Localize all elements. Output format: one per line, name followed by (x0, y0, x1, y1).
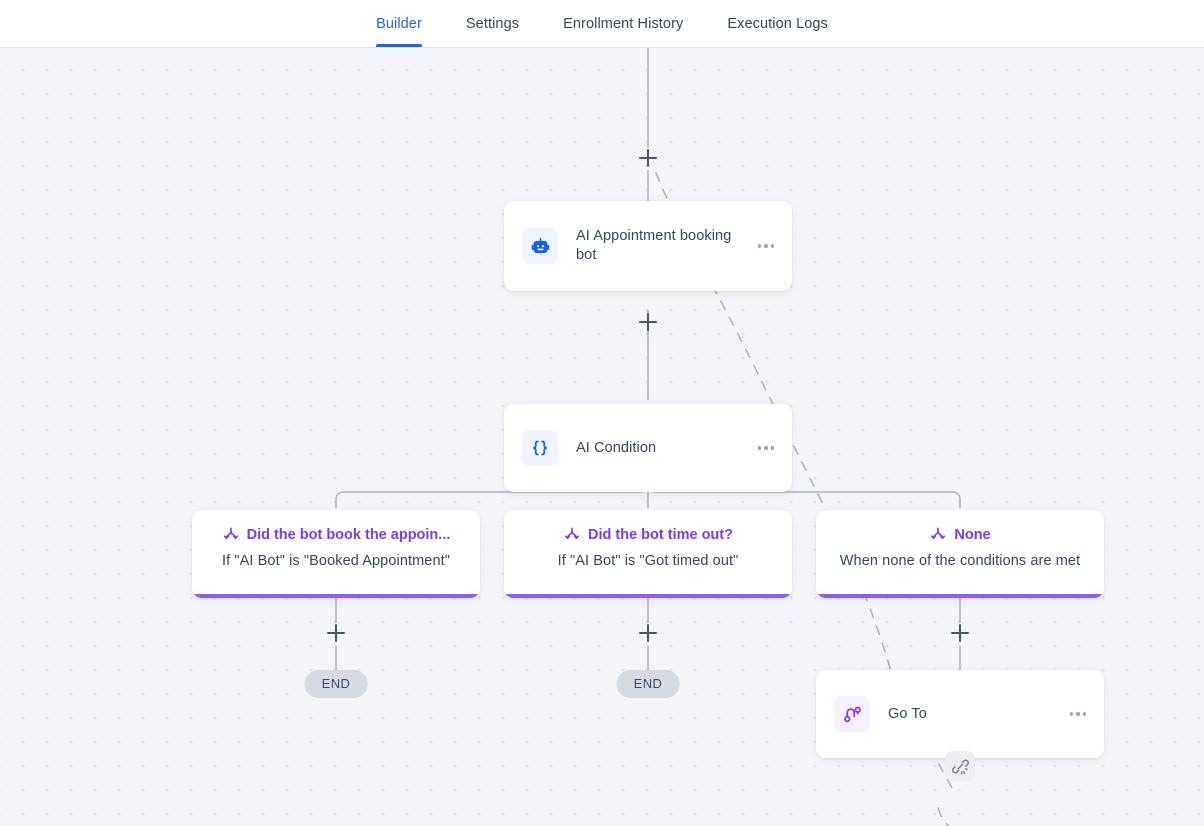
node-ai-condition[interactable]: AI Condition (504, 404, 792, 492)
node-title: Go To (888, 705, 927, 722)
end-pill-middle[interactable]: END (616, 670, 680, 698)
end-label: END (633, 676, 663, 691)
node-go-to[interactable]: Go To (816, 670, 1104, 758)
workflow-canvas[interactable]: AI Appointment booking bot AI Condition … (0, 48, 1204, 826)
branch-card-timed-out[interactable]: Did the bot time out? If "AI Bot" is "Go… (504, 510, 792, 598)
branch-subtitle: When none of the conditions are met (839, 553, 1081, 569)
broken-link-icon[interactable] (945, 751, 975, 781)
curly-braces-icon (522, 430, 558, 466)
branch-accent-bar (192, 594, 480, 598)
go-to-icon (834, 696, 870, 732)
node-title: AI Condition (576, 439, 657, 456)
add-step-branch-left[interactable] (327, 624, 345, 642)
robot-icon (522, 228, 558, 264)
tab-builder-label: Builder (376, 15, 422, 32)
add-step-after-bot[interactable] (639, 313, 657, 331)
tab-settings-label: Settings (465, 15, 520, 32)
branch-fork-icon (564, 527, 580, 540)
branch-subtitle: If "AI Bot" is "Got timed out" (557, 553, 739, 569)
branch-fork-icon (223, 527, 238, 540)
end-label: END (321, 676, 351, 691)
branch-accent-bar (504, 594, 792, 598)
branch-title: None (954, 527, 991, 543)
ellipsis-icon[interactable] (1069, 712, 1086, 716)
ellipsis-icon[interactable] (757, 244, 774, 248)
node-ai-appointment-booking-bot[interactable]: AI Appointment booking bot (504, 201, 792, 291)
node-title: AI Appointment booking bot (576, 228, 732, 263)
tab-execution-logs[interactable]: Execution Logs (705, 0, 850, 47)
add-step-top[interactable] (639, 149, 657, 167)
end-pill-left[interactable]: END (304, 670, 368, 698)
add-step-branch-right[interactable] (951, 624, 969, 642)
branch-header: Did the bot book the appoin... (192, 526, 480, 544)
branch-fork-icon (931, 527, 946, 540)
branch-subtitle: If "AI Bot" is "Booked Appointment" (221, 553, 451, 569)
tab-builder[interactable]: Builder (354, 0, 444, 47)
branch-header: None (816, 526, 1104, 544)
tab-enrollment-history-label: Enrollment History (563, 15, 684, 32)
branch-card-none[interactable]: None When none of the conditions are met (816, 510, 1104, 598)
branch-title: Did the bot time out? (588, 527, 733, 543)
branch-title: Did the bot book the appoin... (246, 527, 451, 543)
tab-execution-logs-label: Execution Logs (727, 15, 828, 32)
branch-header: Did the bot time out? (504, 526, 792, 544)
add-step-branch-middle[interactable] (639, 624, 657, 642)
workflow-tab-bar: Builder Settings Enrollment History Exec… (0, 0, 1204, 48)
tab-enrollment-history[interactable]: Enrollment History (541, 0, 705, 47)
ellipsis-icon[interactable] (757, 446, 774, 450)
branch-accent-bar (816, 594, 1104, 598)
tab-settings[interactable]: Settings (444, 0, 541, 47)
branch-card-booked-appointment[interactable]: Did the bot book the appoin... If "AI Bo… (192, 510, 480, 598)
